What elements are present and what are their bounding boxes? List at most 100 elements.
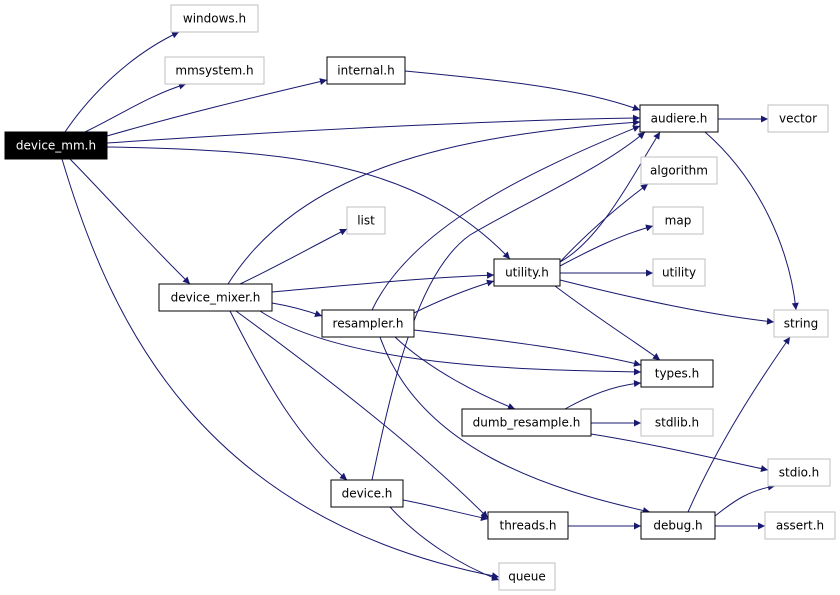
edges	[61, 31, 799, 581]
edge-device-mm-to-utility-h	[106, 146, 511, 260]
node-label: internal.h	[337, 64, 394, 78]
edge-utility-h-to-string	[559, 279, 775, 325]
node-label: string	[784, 317, 818, 331]
node-vector: vector	[767, 104, 829, 133]
node-algorithm: algorithm	[640, 156, 718, 185]
node-label: algorithm	[650, 164, 708, 178]
node-box	[640, 156, 718, 185]
edge-utility-h-to-types	[554, 285, 661, 361]
node-box	[487, 511, 569, 540]
edge-device-mixer-to-device	[229, 310, 348, 481]
node-stdlib: stdlib.h	[640, 408, 714, 437]
node-label: dumb_resample.h	[473, 416, 581, 430]
edge-device-mm-to-mmsystem	[84, 82, 187, 133]
node-list: list	[346, 206, 386, 235]
node-label: map	[665, 214, 692, 228]
node-label: windows.h	[183, 12, 246, 26]
edge-resampler-to-utility-h	[413, 279, 495, 314]
node-label: types.h	[655, 367, 699, 381]
node-label: audiere.h	[651, 112, 708, 126]
node-box	[321, 309, 415, 338]
node-resampler[interactable]: resampler.h	[321, 309, 415, 338]
edge-device-mm-to-queue	[61, 158, 500, 580]
node-box	[164, 56, 265, 85]
edge-utility-h-to-audiere	[559, 131, 661, 263]
node-internal[interactable]: internal.h	[326, 56, 406, 85]
node-box	[767, 104, 829, 133]
node-assert: assert.h	[764, 511, 836, 540]
edge-device-mm-to-windows	[64, 31, 180, 133]
node-label: stdio.h	[779, 466, 819, 480]
node-box	[461, 408, 592, 437]
node-box	[326, 56, 406, 85]
node-box	[170, 4, 259, 33]
node-label: device_mixer.h	[171, 291, 261, 305]
edge-device-to-queue	[389, 506, 500, 581]
edge-resampler-to-dumb-resample	[394, 336, 516, 410]
edge-device-to-threads	[402, 499, 489, 521]
node-threads[interactable]: threads.h	[487, 511, 569, 540]
edge-device-mixer-to-audiere	[227, 118, 641, 285]
edge-resampler-to-debug	[379, 336, 651, 514]
node-types[interactable]: types.h	[640, 359, 714, 388]
nodes: windows.h mmsystem.h internal.h device_mm.h…	[4, 4, 836, 591]
node-label: resampler.h	[333, 317, 404, 331]
node-label: device.h	[342, 487, 393, 501]
node-box	[4, 131, 108, 160]
node-audiere[interactable]: audiere.h	[639, 104, 719, 133]
node-label: debug.h	[653, 519, 702, 533]
node-box	[652, 206, 704, 235]
node-device-mixer[interactable]: device_mixer.h	[158, 283, 273, 312]
edge-utility-h-to-algorithm	[559, 183, 649, 263]
edge-device-mixer-to-types	[259, 310, 642, 376]
node-string: string	[773, 309, 829, 338]
node-label: list	[357, 214, 375, 228]
node-box	[330, 479, 404, 508]
edge-debug-to-string	[687, 336, 791, 513]
edge-device-to-audiere	[371, 131, 646, 481]
node-utility-h[interactable]: utility.h	[493, 258, 561, 287]
node-label: utility.h	[505, 266, 549, 280]
edge-resampler-to-types	[413, 329, 642, 367]
node-windows: windows.h	[170, 4, 259, 33]
edge-resampler-to-audiere	[371, 125, 641, 311]
node-label: mmsystem.h	[175, 64, 253, 78]
node-box	[652, 258, 706, 287]
edge-utility-h-to-map	[559, 224, 654, 267]
node-device[interactable]: device.h	[330, 479, 404, 508]
node-label: device_mm.h	[16, 139, 96, 153]
node-box	[767, 458, 831, 487]
edge-device-mm-to-device-mixer	[69, 158, 191, 285]
node-utility: utility	[652, 258, 706, 287]
edge-debug-to-stdio	[714, 483, 776, 517]
edge-dumb-resample-to-types	[564, 380, 642, 410]
node-debug[interactable]: debug.h	[640, 511, 716, 540]
node-label: vector	[779, 112, 817, 126]
node-stdio: stdio.h	[767, 458, 831, 487]
node-label: utility	[662, 266, 696, 280]
edge-device-mixer-to-utility-h	[271, 271, 495, 293]
edge-dumb-resample-to-stdio	[590, 433, 769, 472]
edge-device-mm-to-internal	[106, 78, 328, 137]
node-box	[640, 359, 714, 388]
edge-device-mixer-to-list	[239, 228, 348, 285]
node-label: queue	[508, 570, 546, 584]
edge-device-mixer-to-threads	[235, 310, 489, 519]
node-queue: queue	[498, 562, 556, 591]
edge-device-mm-to-audiere	[106, 114, 641, 144]
node-box	[640, 408, 714, 437]
node-box	[773, 309, 829, 338]
node-box	[498, 562, 556, 591]
node-dumb-resample[interactable]: dumb_resample.h	[461, 408, 592, 437]
node-map: map	[652, 206, 704, 235]
node-label: stdlib.h	[655, 416, 699, 430]
node-box	[346, 206, 386, 235]
node-mmsystem: mmsystem.h	[164, 56, 265, 85]
node-device-mm[interactable]: device_mm.h	[4, 131, 108, 160]
node-box	[764, 511, 836, 540]
node-box	[493, 258, 561, 287]
node-box	[158, 283, 273, 312]
edge-device-mixer-to-resampler	[271, 302, 323, 317]
node-box	[639, 104, 719, 133]
